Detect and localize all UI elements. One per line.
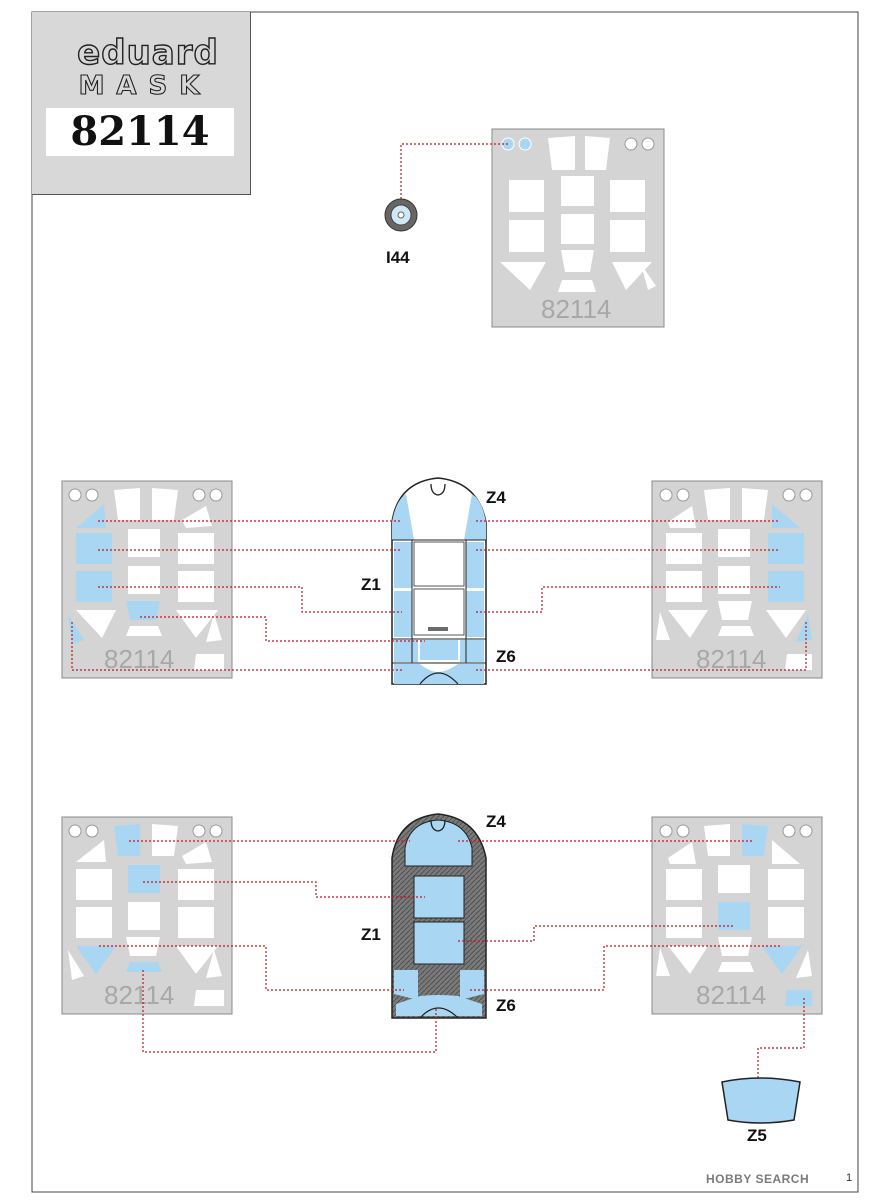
label-z6-bottom: Z6: [496, 996, 516, 1015]
sheet-code-bottom-left: 82114: [104, 980, 174, 1010]
label-z1-middle: Z1: [361, 575, 381, 594]
brand-block: eduard MASK 82114: [32, 12, 251, 195]
wheel-hub-diagram: [384, 198, 418, 232]
page-number: 1: [846, 1172, 853, 1184]
mask-sheet-middle-right: 82114: [651, 480, 823, 679]
mask-sheet-middle-left: 82114: [61, 480, 233, 679]
label-z1-bottom: Z1: [361, 925, 381, 944]
mask-sheet-top: 82114: [491, 128, 665, 328]
sheet-code-bottom-right: 82114: [696, 980, 766, 1010]
mask-sheet-bottom-right: 82114: [651, 816, 823, 1015]
leader-lines-bottom-left: [99, 840, 437, 1053]
brand-logo-mask: MASK: [78, 70, 212, 101]
sheet-code-middle-right: 82114: [696, 644, 766, 674]
leader-lines-middle-right: [476, 520, 807, 671]
page-frame: [31, 11, 859, 1193]
canopy-diagram-bottom: [391, 813, 487, 1019]
label-z6-middle: Z6: [496, 647, 516, 666]
mask-sheet-bottom-left: 82114: [61, 816, 233, 1015]
label-z4-middle: Z4: [486, 488, 506, 507]
brand-logo-eduard: eduard: [76, 33, 219, 73]
leader-lines-bottom-right: [458, 840, 805, 1090]
canopy-diagram-middle: [391, 477, 487, 685]
leader-lines-middle-left: [71, 520, 425, 671]
windscreen-diagram: [721, 1077, 801, 1124]
watermark: HOBBY SEARCH: [706, 1172, 810, 1186]
sheet-code-top: 82114: [541, 294, 611, 324]
label-wheel-part: I44: [386, 248, 410, 267]
sheet-code-middle-left: 82114: [104, 644, 174, 674]
label-z4-bottom: Z4: [486, 812, 506, 831]
product-code: 82114: [46, 108, 234, 156]
label-windscreen-part: Z5: [747, 1126, 767, 1145]
